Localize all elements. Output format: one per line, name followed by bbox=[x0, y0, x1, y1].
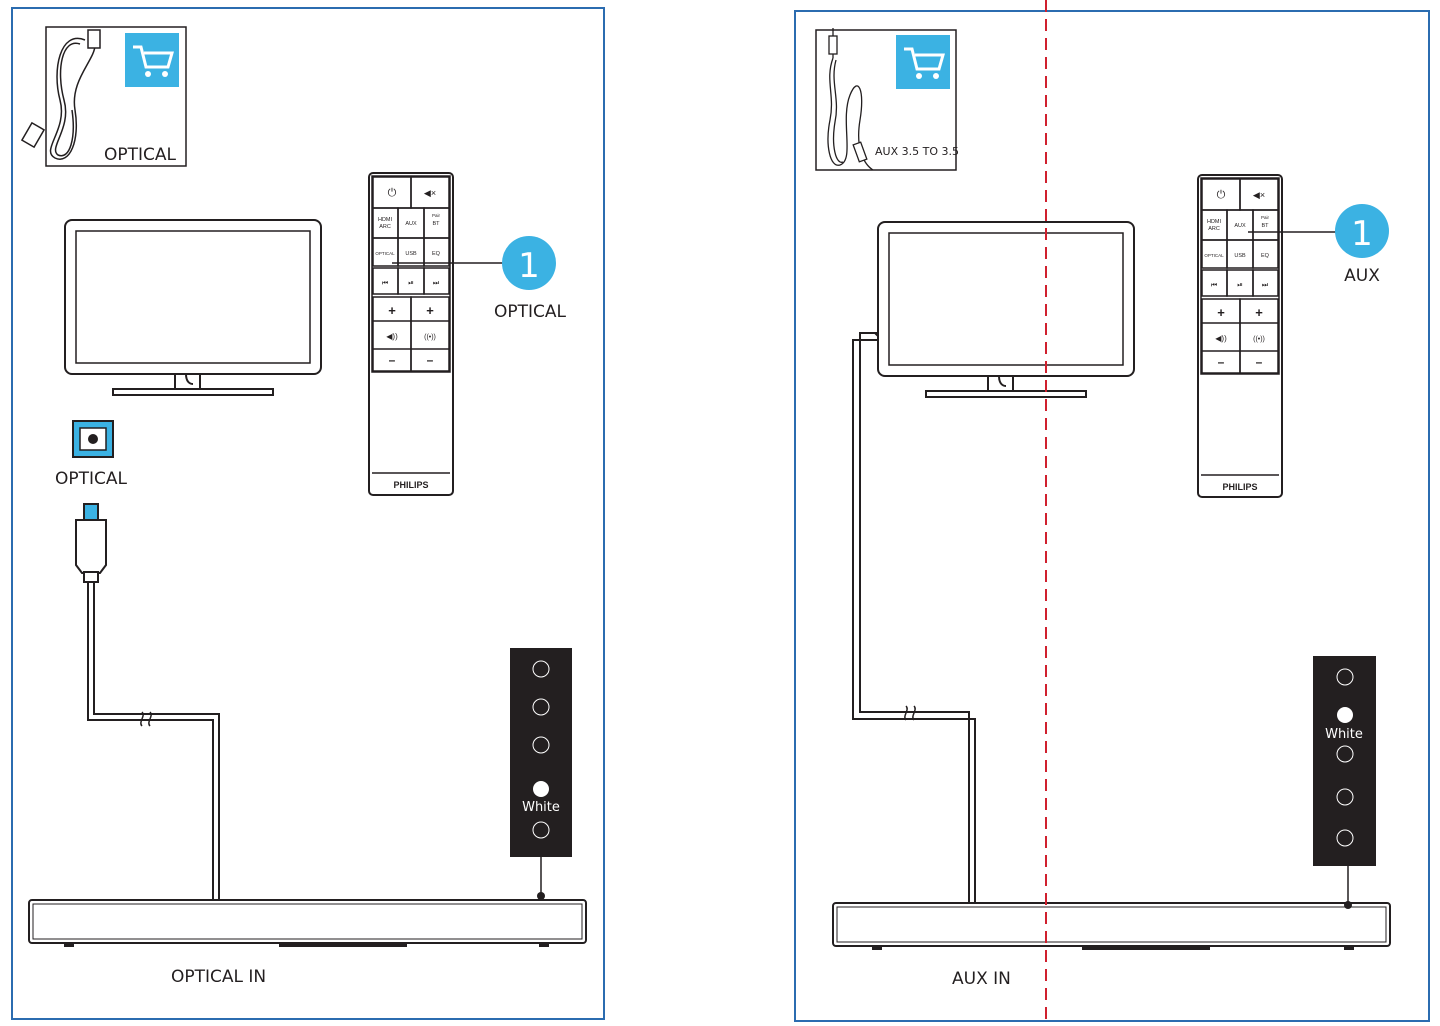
svg-text:⏯: ⏯ bbox=[408, 280, 414, 287]
shopping-cart-icon bbox=[125, 33, 179, 87]
remote-control-icon: PHILIPS ⏻ ◀× HDMI ARC AUX Pair BT OPTICA… bbox=[368, 172, 454, 496]
led bbox=[532, 821, 550, 839]
svg-text:EQ: EQ bbox=[1261, 253, 1270, 259]
svg-text:PHILIPS: PHILIPS bbox=[393, 480, 428, 490]
optical-in-label: OPTICAL IN bbox=[171, 967, 266, 987]
svg-text:ARC: ARC bbox=[379, 224, 391, 230]
optical-cable-icon bbox=[20, 29, 101, 160]
svg-text:PHILIPS: PHILIPS bbox=[1222, 482, 1257, 492]
svg-text:–: – bbox=[427, 353, 434, 367]
aux-cable-label: AUX 3.5 TO 3.5 bbox=[875, 145, 959, 158]
svg-text:◀×: ◀× bbox=[424, 188, 436, 198]
svg-text:⏮: ⏮ bbox=[1211, 282, 1217, 289]
led-panel: White bbox=[510, 648, 572, 857]
soundbar-icon bbox=[28, 899, 587, 947]
callout-badge bbox=[1335, 204, 1389, 258]
svg-text:OPTICAL: OPTICAL bbox=[1204, 253, 1224, 258]
svg-text:Pair: Pair bbox=[432, 213, 441, 218]
led-label: White bbox=[522, 800, 560, 815]
svg-text:AUX: AUX bbox=[1234, 223, 1246, 229]
svg-text:◀)): ◀)) bbox=[386, 332, 398, 341]
callout-number: 1 bbox=[1351, 214, 1373, 254]
aux-cable-box: AUX 3.5 TO 3.5 bbox=[815, 28, 959, 171]
led-panel: White bbox=[1313, 656, 1376, 866]
optical-cable-label: OPTICAL bbox=[104, 145, 177, 165]
callout-label: OPTICAL bbox=[494, 302, 567, 322]
tv-icon bbox=[877, 221, 1135, 398]
svg-text:⏮: ⏮ bbox=[382, 280, 388, 287]
optical-cable-line bbox=[87, 582, 220, 900]
svg-text:BT: BT bbox=[1261, 223, 1269, 229]
svg-text:+: + bbox=[1217, 305, 1225, 320]
led bbox=[532, 736, 550, 754]
led bbox=[532, 698, 550, 716]
callout-badge bbox=[502, 236, 556, 290]
led-lit bbox=[533, 781, 549, 797]
remote-control-icon: PHILIPS ⏻ ◀× HDMI ARC AUX Pair BT OPTICA… bbox=[1197, 174, 1283, 498]
svg-text:–: – bbox=[1218, 355, 1225, 369]
svg-text:+: + bbox=[388, 303, 396, 318]
callout-number: 1 bbox=[518, 246, 540, 286]
svg-text:⏭: ⏭ bbox=[433, 280, 440, 287]
svg-text:+: + bbox=[426, 303, 434, 318]
svg-text:◀×: ◀× bbox=[1253, 190, 1265, 200]
soundbar-icon bbox=[832, 902, 1391, 950]
callout-label: AUX bbox=[1344, 266, 1380, 286]
svg-text:((•)): ((•)) bbox=[1253, 336, 1265, 343]
led bbox=[1336, 788, 1354, 806]
svg-text:⏻: ⏻ bbox=[1217, 189, 1226, 201]
led-label: White bbox=[1325, 727, 1363, 742]
svg-text:◀)): ◀)) bbox=[1215, 334, 1227, 343]
svg-text:Pair: Pair bbox=[1261, 215, 1270, 220]
svg-text:OPTICAL: OPTICAL bbox=[375, 251, 395, 256]
optical-port-label: OPTICAL bbox=[55, 469, 128, 489]
led bbox=[1336, 668, 1354, 686]
svg-text:((•)): ((•)) bbox=[424, 334, 436, 341]
svg-text:–: – bbox=[389, 353, 396, 367]
optical-port-icon bbox=[72, 420, 114, 458]
svg-text:ARC: ARC bbox=[1208, 226, 1220, 232]
svg-text:⏭: ⏭ bbox=[1262, 282, 1269, 289]
right-panel: AUX 3.5 TO 3.5 White bbox=[794, 10, 1430, 1022]
led bbox=[1336, 745, 1354, 763]
led bbox=[532, 660, 550, 678]
svg-text:⏯: ⏯ bbox=[1237, 282, 1243, 289]
svg-text:EQ: EQ bbox=[432, 251, 441, 257]
shopping-cart-icon bbox=[896, 35, 950, 89]
svg-text:USB: USB bbox=[405, 251, 417, 257]
svg-text:HDMI: HDMI bbox=[378, 217, 393, 223]
svg-text:AUX: AUX bbox=[405, 221, 417, 227]
aux-cable-line bbox=[852, 332, 976, 903]
svg-text:USB: USB bbox=[1234, 253, 1246, 259]
right-panel-frame bbox=[794, 10, 1430, 1022]
tv-icon bbox=[64, 219, 322, 396]
led bbox=[1336, 829, 1354, 847]
left-panel: OPTICAL OPTICAL bbox=[11, 7, 605, 1020]
optical-plug-icon bbox=[75, 503, 107, 583]
aux-in-label: AUX IN bbox=[952, 969, 1011, 989]
aux-cable-icon bbox=[827, 28, 874, 171]
led-lit bbox=[1337, 707, 1353, 723]
svg-text:BT: BT bbox=[432, 221, 440, 227]
svg-text:⏻: ⏻ bbox=[388, 187, 397, 199]
optical-cable-box: OPTICAL bbox=[20, 26, 187, 167]
svg-text:–: – bbox=[1256, 355, 1263, 369]
left-panel-frame bbox=[11, 7, 605, 1020]
svg-text:+: + bbox=[1255, 305, 1263, 320]
svg-text:HDMI: HDMI bbox=[1207, 219, 1222, 225]
